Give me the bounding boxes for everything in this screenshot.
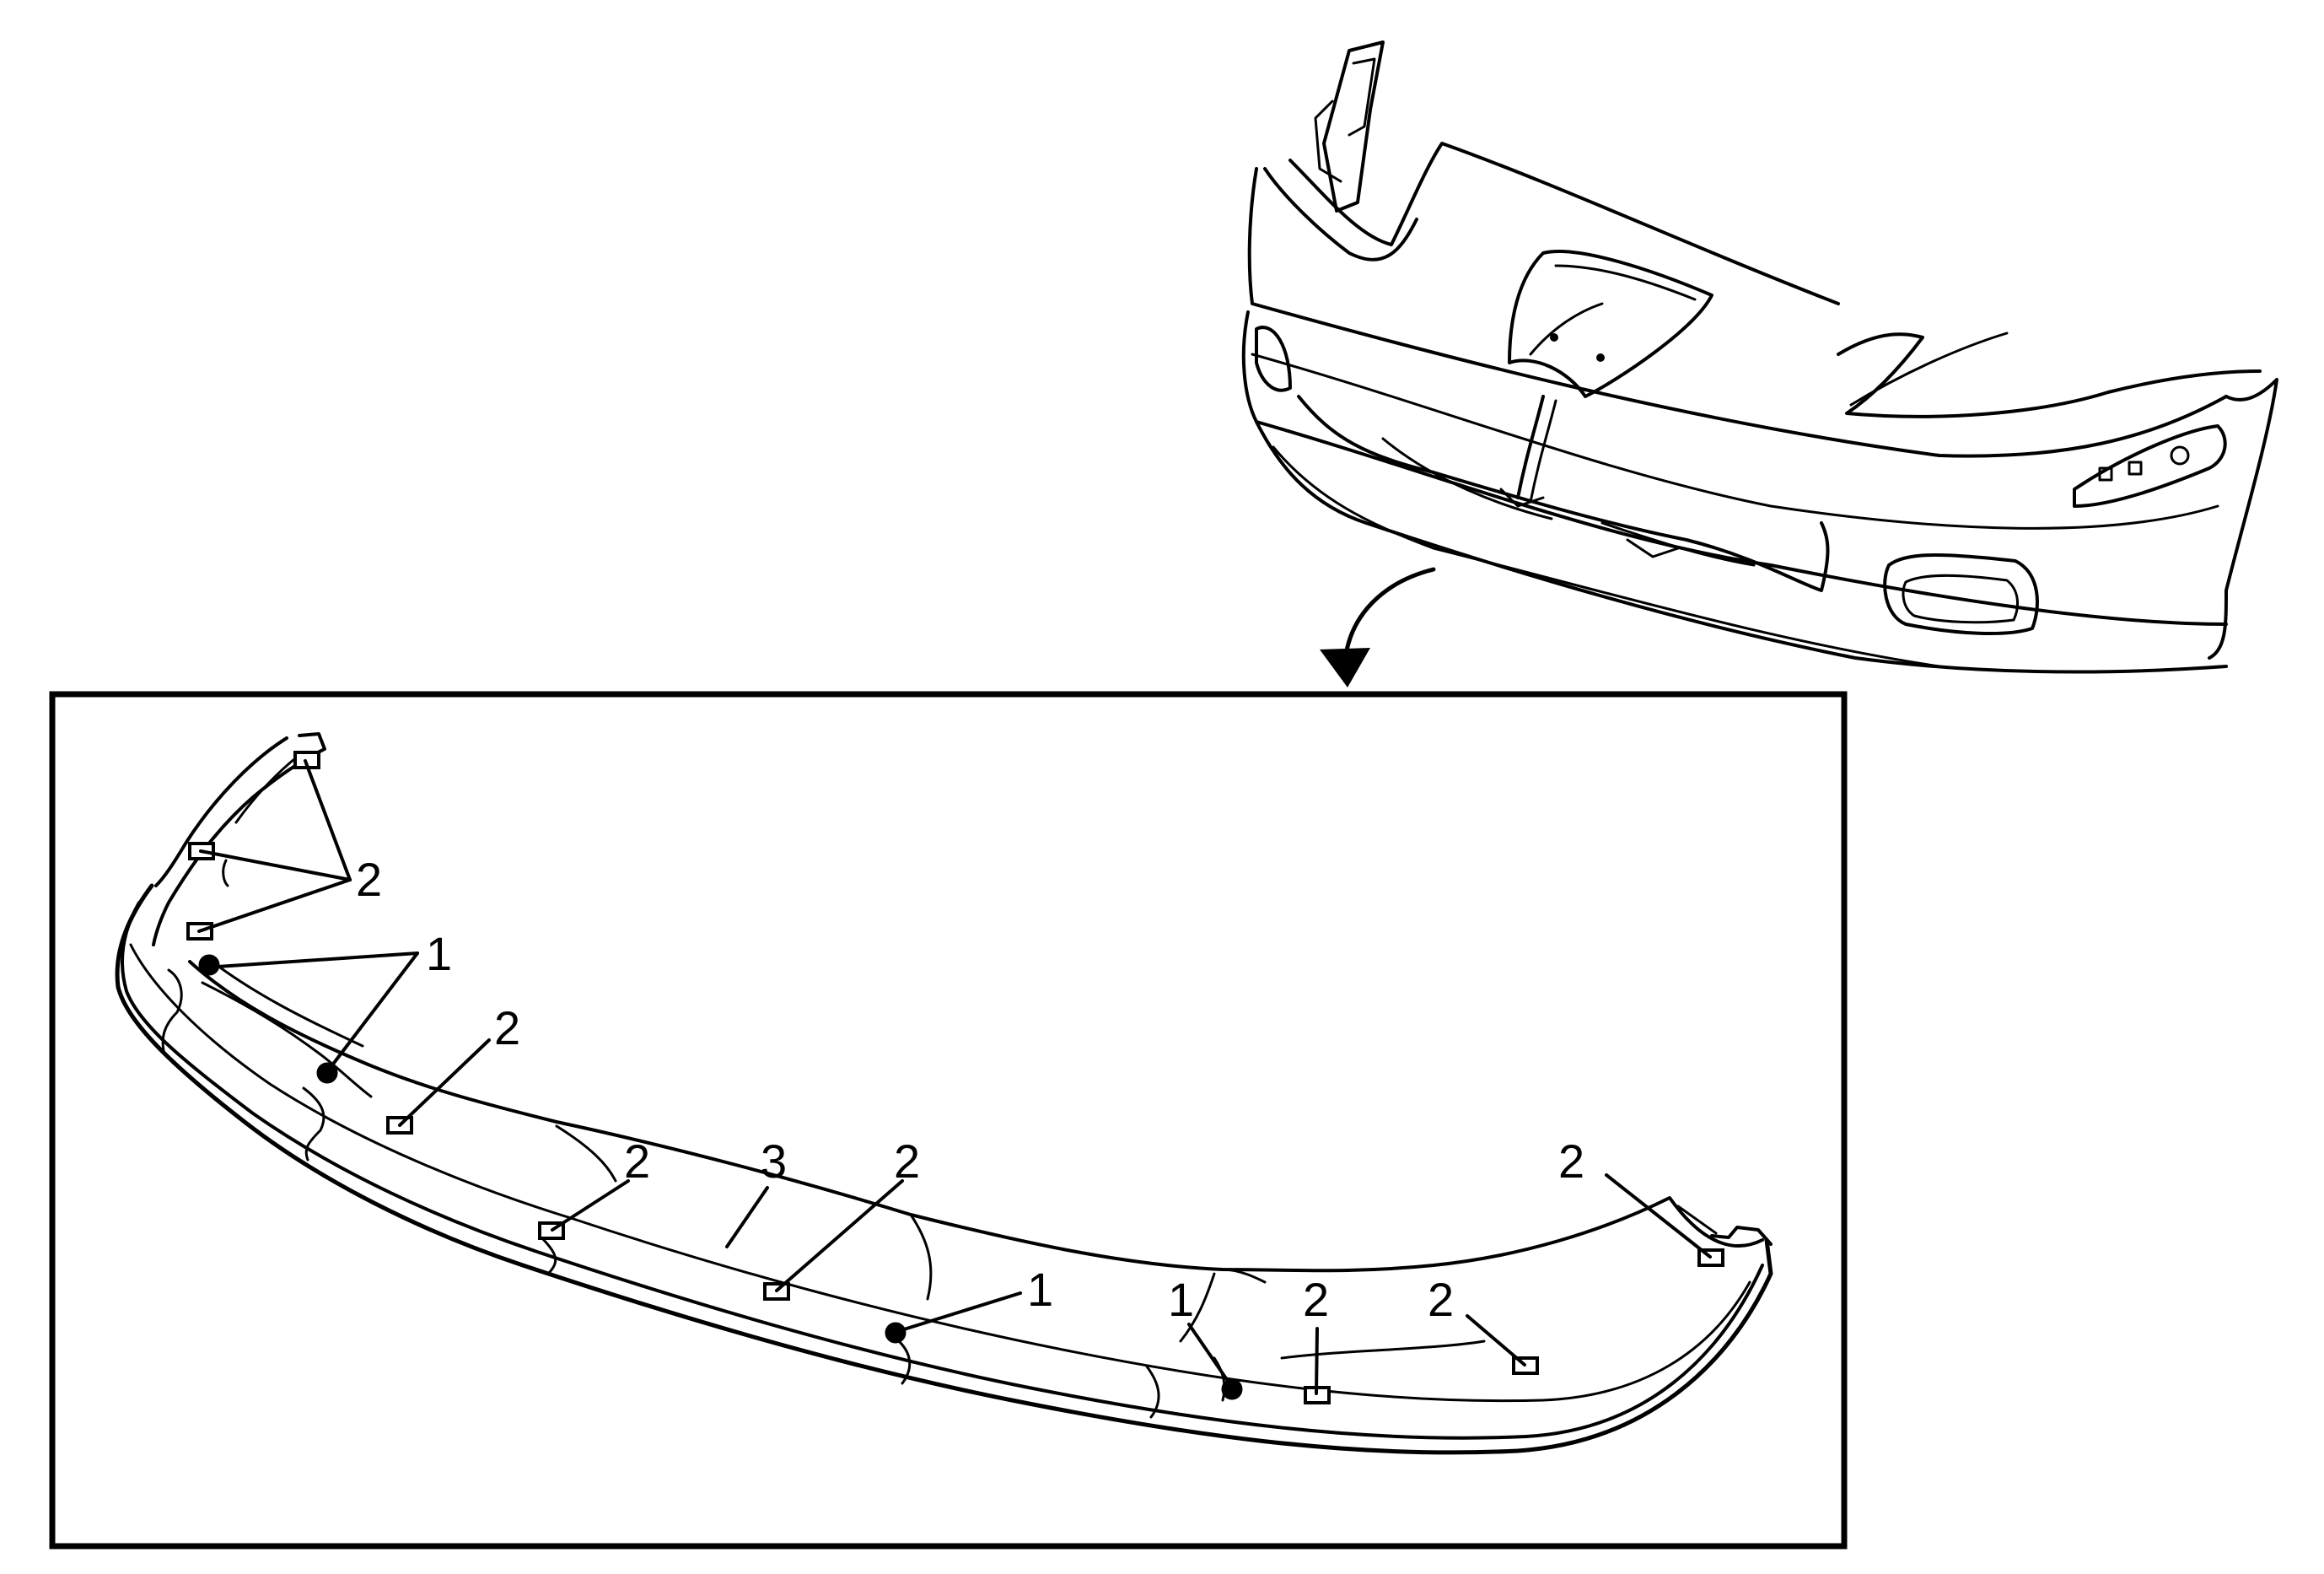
callout-c3: 2 xyxy=(494,1001,520,1054)
callout-leaders xyxy=(197,759,1712,1395)
callout-c11: 2 xyxy=(1558,1135,1584,1188)
callout-c9: 2 xyxy=(1303,1273,1329,1326)
fastener-1-c xyxy=(885,1322,906,1344)
callout-labels: 2 1 2 2 3 2 1 1 2 2 2 xyxy=(356,853,1584,1326)
callout-c2: 1 xyxy=(426,927,452,980)
callout-c7: 1 xyxy=(1027,1263,1053,1316)
fastener-marks xyxy=(186,751,1724,1404)
callout-c8: 1 xyxy=(1168,1273,1194,1326)
callout-c6: 2 xyxy=(894,1135,920,1188)
detail-air-deflector xyxy=(115,732,1773,1455)
fastener-1-b xyxy=(316,1062,338,1084)
detail-frame xyxy=(49,691,1848,1550)
zoom-arrow xyxy=(1320,567,1436,687)
callout-c10: 2 xyxy=(1428,1273,1454,1326)
fastener-1-a xyxy=(198,954,220,976)
overview-bumper-fascia xyxy=(1241,40,2278,674)
callout-c5: 3 xyxy=(761,1135,787,1188)
fastener-1-d xyxy=(1221,1378,1243,1400)
callout-c4: 2 xyxy=(624,1135,650,1188)
callout-c1: 2 xyxy=(356,853,382,906)
